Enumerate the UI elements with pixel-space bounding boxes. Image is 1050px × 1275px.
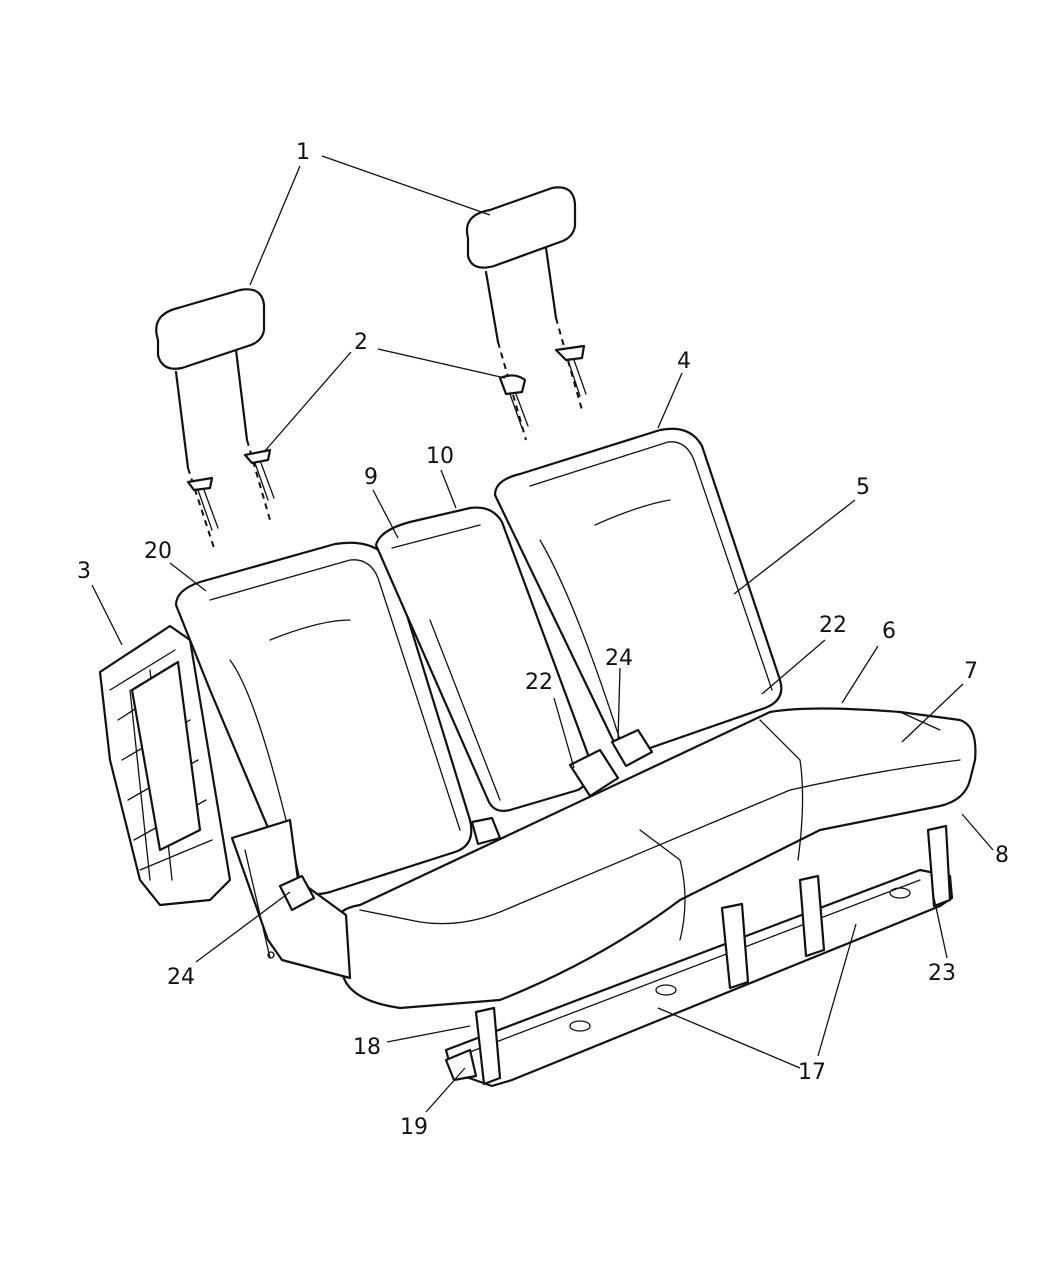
seat-riser [444,824,954,1088]
callout-8: 8 [995,843,1009,868]
right-headrest [465,186,583,441]
callout-1: 1 [296,140,310,165]
callout-18: 18 [353,1035,381,1060]
leader-lines [91,155,994,1113]
right-headrest-guides [498,344,587,429]
callout-17: 17 [798,1060,826,1085]
callout-9: 9 [364,465,378,490]
belt-buckle-center [470,728,654,846]
seat-back-frame [98,624,232,907]
seat-cushion [336,707,977,1010]
callout-2: 2 [354,330,368,355]
callout-10: 10 [426,444,454,469]
callout-22-center: 22 [525,670,553,695]
callout-22-right: 22 [819,613,847,638]
callout-5: 5 [856,475,870,500]
callout-23: 23 [928,961,956,986]
callout-labels: 1 2 3 4 5 6 7 8 9 10 17 18 19 20 22 22 2… [77,140,1009,1140]
callout-24-center: 24 [605,646,633,671]
callout-4: 4 [677,349,691,374]
callout-6: 6 [882,619,896,644]
callout-19: 19 [400,1115,428,1140]
callout-20: 20 [144,539,172,564]
left-headrest-guides [186,448,275,531]
left-headrest [155,288,271,549]
callout-24-left: 24 [167,965,195,990]
callout-3: 3 [77,559,91,584]
callout-7: 7 [964,659,978,684]
belt-buckle-left [278,874,316,912]
